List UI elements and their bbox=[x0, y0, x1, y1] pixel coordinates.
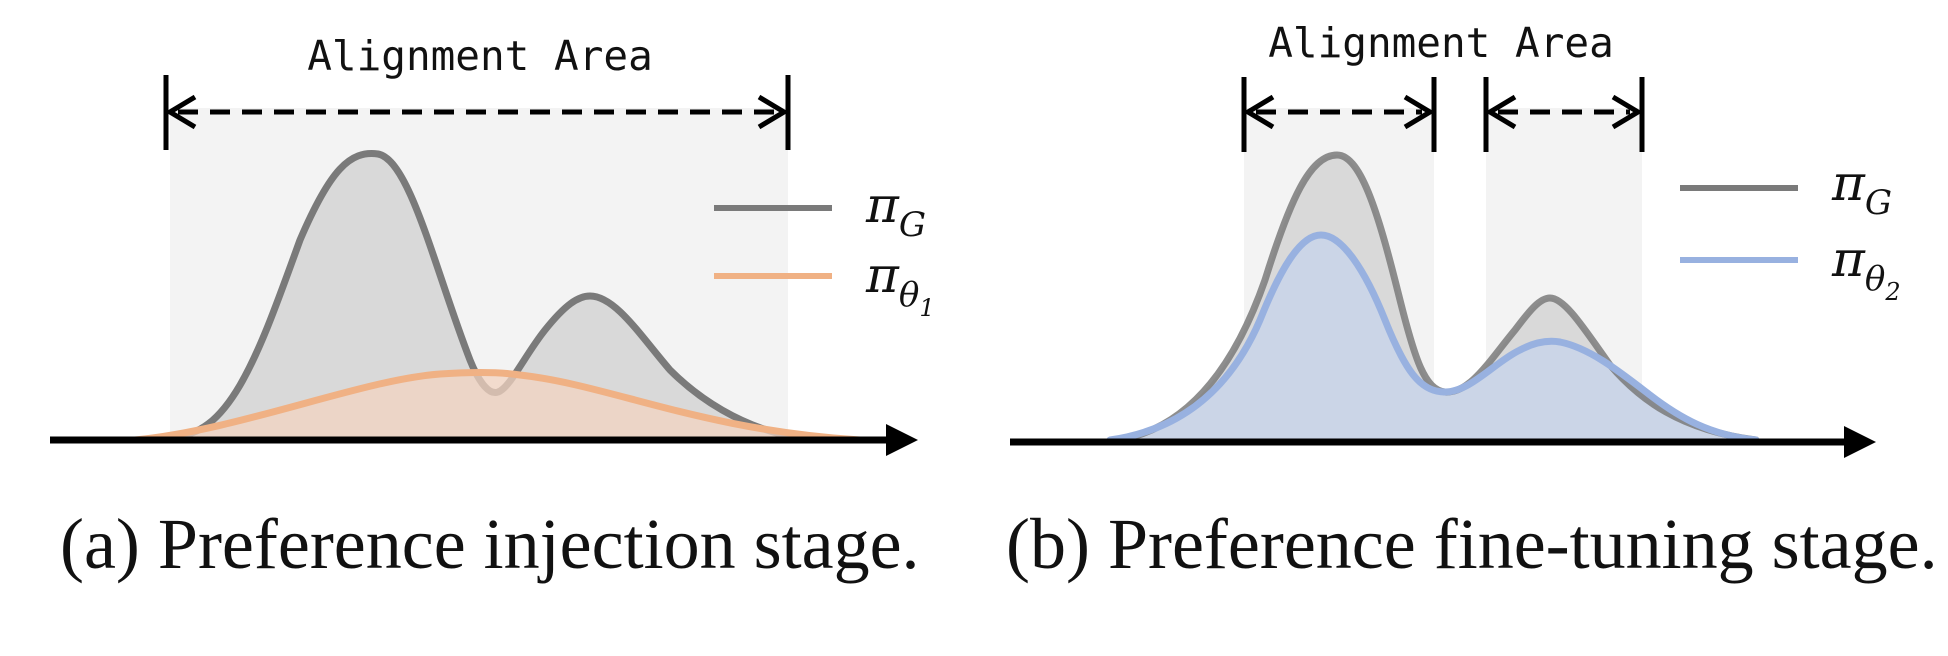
legend-label-pi-theta2: πθ2 bbox=[1831, 230, 1901, 306]
pi-theta2-distribution-curve bbox=[1106, 231, 1760, 444]
bracket-arrow-right-a bbox=[757, 94, 789, 130]
bracket2-arrow-left-b bbox=[1485, 94, 1517, 130]
x-axis-arrowhead-a bbox=[886, 424, 918, 456]
caption-a: (a) Preference injection stage. bbox=[60, 504, 920, 584]
pi-g-distribution-fill bbox=[170, 153, 788, 437]
bracket1-arrow-left-b bbox=[1243, 94, 1275, 130]
panel-a: Alignment Area πG πθ1 (a) Preference inj… bbox=[50, 32, 935, 584]
bracket1-arrow-right-b bbox=[1403, 94, 1435, 130]
legend-label-pi-g-a: πG bbox=[865, 176, 926, 245]
panel-b: Alignment Area πG πθ2 (b) Preference fin… bbox=[1006, 19, 1938, 584]
legend-label-pi-g-b: πG bbox=[1831, 154, 1892, 223]
pi-g-distribution-curve-b bbox=[1114, 151, 1760, 444]
pi-theta1-distribution-fill bbox=[135, 372, 860, 440]
caption-b: (b) Preference fine-tuning stage. bbox=[1006, 504, 1938, 584]
alignment-area-label-a: Alignment Area bbox=[307, 32, 653, 80]
pi-theta1-distribution-curve bbox=[131, 369, 864, 444]
x-axis-arrowhead-b bbox=[1844, 426, 1876, 458]
bracket2-arrow-right-b bbox=[1611, 94, 1643, 130]
bracket-arrow-left-a bbox=[165, 94, 197, 130]
legend-label-pi-theta1: πθ1 bbox=[865, 246, 935, 322]
alignment-area-label-b: Alignment Area bbox=[1268, 19, 1614, 67]
pi-theta2-distribution-fill bbox=[1110, 235, 1756, 440]
